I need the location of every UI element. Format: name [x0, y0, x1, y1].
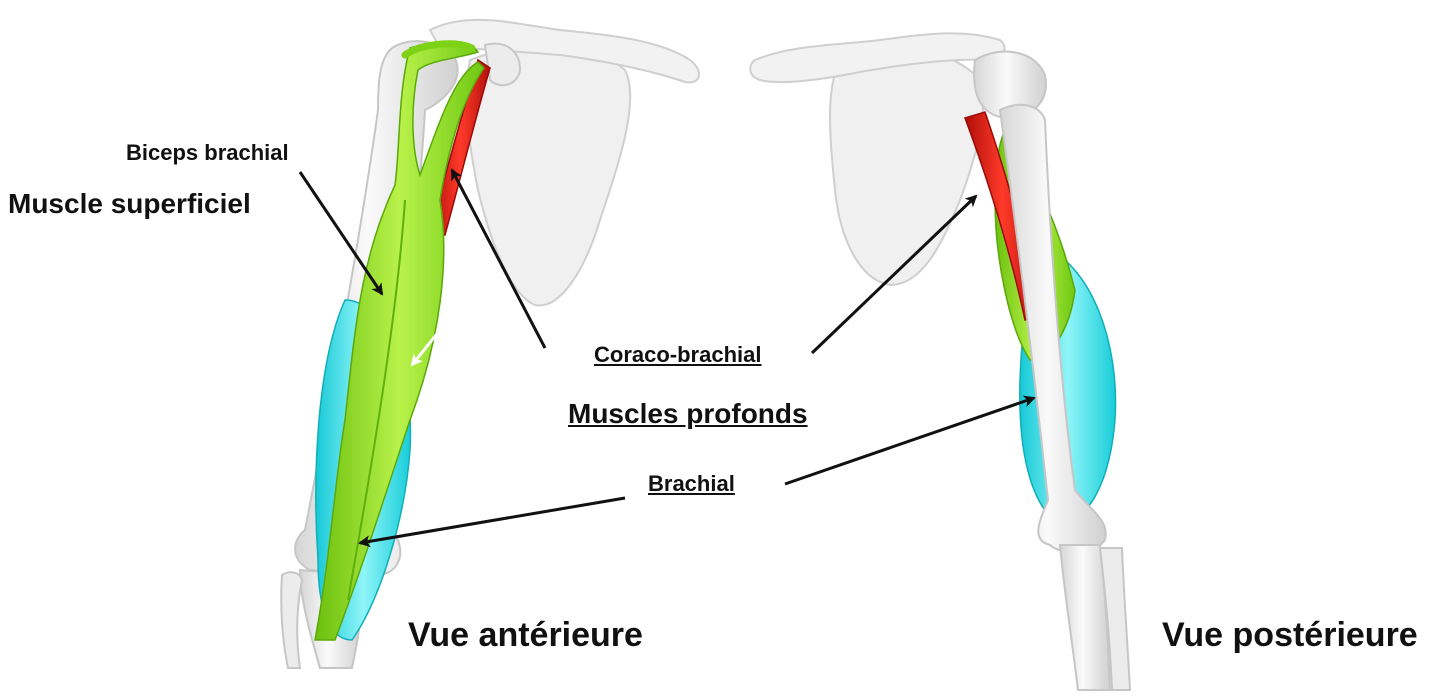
label-brachial: Brachial: [648, 471, 735, 497]
posterior-view: [750, 33, 1130, 690]
label-muscles-profonds: Muscles profonds: [568, 398, 808, 430]
scapula-anterior: [467, 46, 631, 305]
scapula-posterior: [830, 48, 983, 285]
arrow-brachial-posterior: [785, 398, 1034, 484]
label-vue-anterieure: Vue antérieure: [408, 616, 643, 655]
label-coraco-brachial: Coraco-brachial: [594, 342, 762, 368]
label-biceps-brachial: Biceps brachial: [126, 140, 289, 166]
label-vue-posterieure: Vue postérieure: [1162, 616, 1418, 655]
label-muscle-superficiel: Muscle superficiel: [8, 188, 251, 220]
ulna-anterior: [281, 572, 302, 668]
